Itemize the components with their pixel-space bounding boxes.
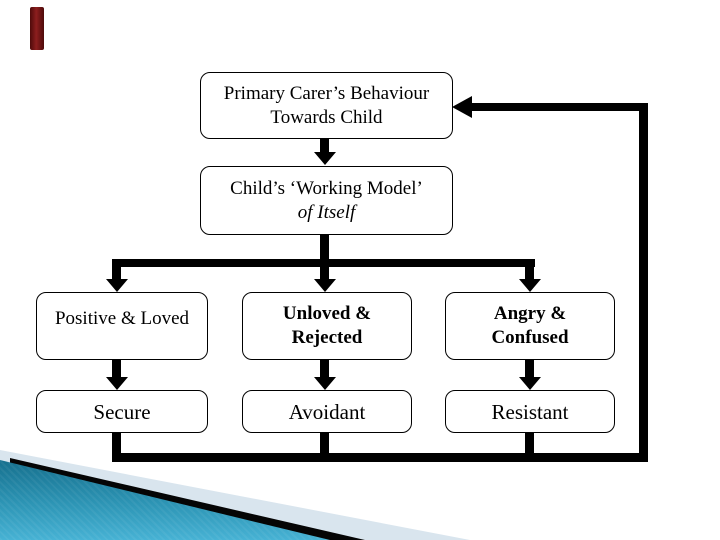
- avoidant-label: Avoidant: [288, 399, 366, 424]
- angry-confused-line2: Confused: [491, 327, 569, 348]
- arrow-unloved-to-avoidant-head: [314, 377, 336, 390]
- branch-stem: [320, 235, 329, 280]
- arrow-angry-to-resistant-head: [519, 377, 541, 390]
- resistant-label: Resistant: [491, 399, 569, 424]
- feedback-arrowhead: [452, 96, 472, 118]
- angry-confused-box: Angry & Confused: [445, 292, 615, 360]
- secure-label: Secure: [93, 399, 151, 424]
- working-model-line2: of Itself: [297, 201, 356, 223]
- teal-swoosh-decoration: [0, 460, 330, 540]
- feedback-line-top: [470, 103, 648, 111]
- arrow-positive-to-secure-shaft: [112, 360, 121, 378]
- feedback-line-right: [639, 103, 648, 462]
- branch-drop-right: [525, 259, 534, 280]
- branch-drop-left: [112, 259, 121, 280]
- arrow-unloved-to-avoidant-shaft: [320, 360, 329, 378]
- arrow-to-angry-head: [519, 279, 541, 292]
- arrow-to-unloved-head: [314, 279, 336, 292]
- red-bookmark-decoration: [30, 7, 44, 50]
- arrow-carer-to-model-head: [314, 152, 336, 165]
- positive-loved-box: Positive & Loved: [36, 292, 208, 360]
- stub-resistant-to-feedback: [525, 433, 534, 458]
- primary-carer-line1: Primary Carer’s Behaviour: [223, 82, 430, 104]
- stub-avoidant-to-feedback: [320, 433, 329, 458]
- arrow-angry-to-resistant-shaft: [525, 360, 534, 378]
- unloved-rejected-line2: Rejected: [291, 327, 363, 348]
- avoidant-box: Avoidant: [242, 390, 412, 433]
- secure-box: Secure: [36, 390, 208, 433]
- resistant-box: Resistant: [445, 390, 615, 433]
- arrow-carer-to-model-shaft: [320, 139, 329, 154]
- feedback-line-bottom: [112, 453, 648, 462]
- branch-line: [112, 259, 535, 267]
- stub-secure-to-feedback: [112, 433, 121, 458]
- unloved-rejected-line1: Unloved &: [282, 303, 372, 324]
- positive-loved-label: Positive & Loved: [54, 308, 190, 329]
- arrow-positive-to-secure-head: [106, 377, 128, 390]
- arrow-to-positive-head: [106, 279, 128, 292]
- angry-confused-line1: Angry &: [493, 303, 567, 324]
- unloved-rejected-box: Unloved & Rejected: [242, 292, 412, 360]
- working-model-box: Child’s ‘Working Model’ of Itself: [200, 166, 453, 235]
- primary-carer-box: Primary Carer’s Behaviour Towards Child: [200, 72, 453, 139]
- primary-carer-line2: Towards Child: [270, 106, 383, 128]
- working-model-line1: Child’s ‘Working Model’: [230, 177, 423, 199]
